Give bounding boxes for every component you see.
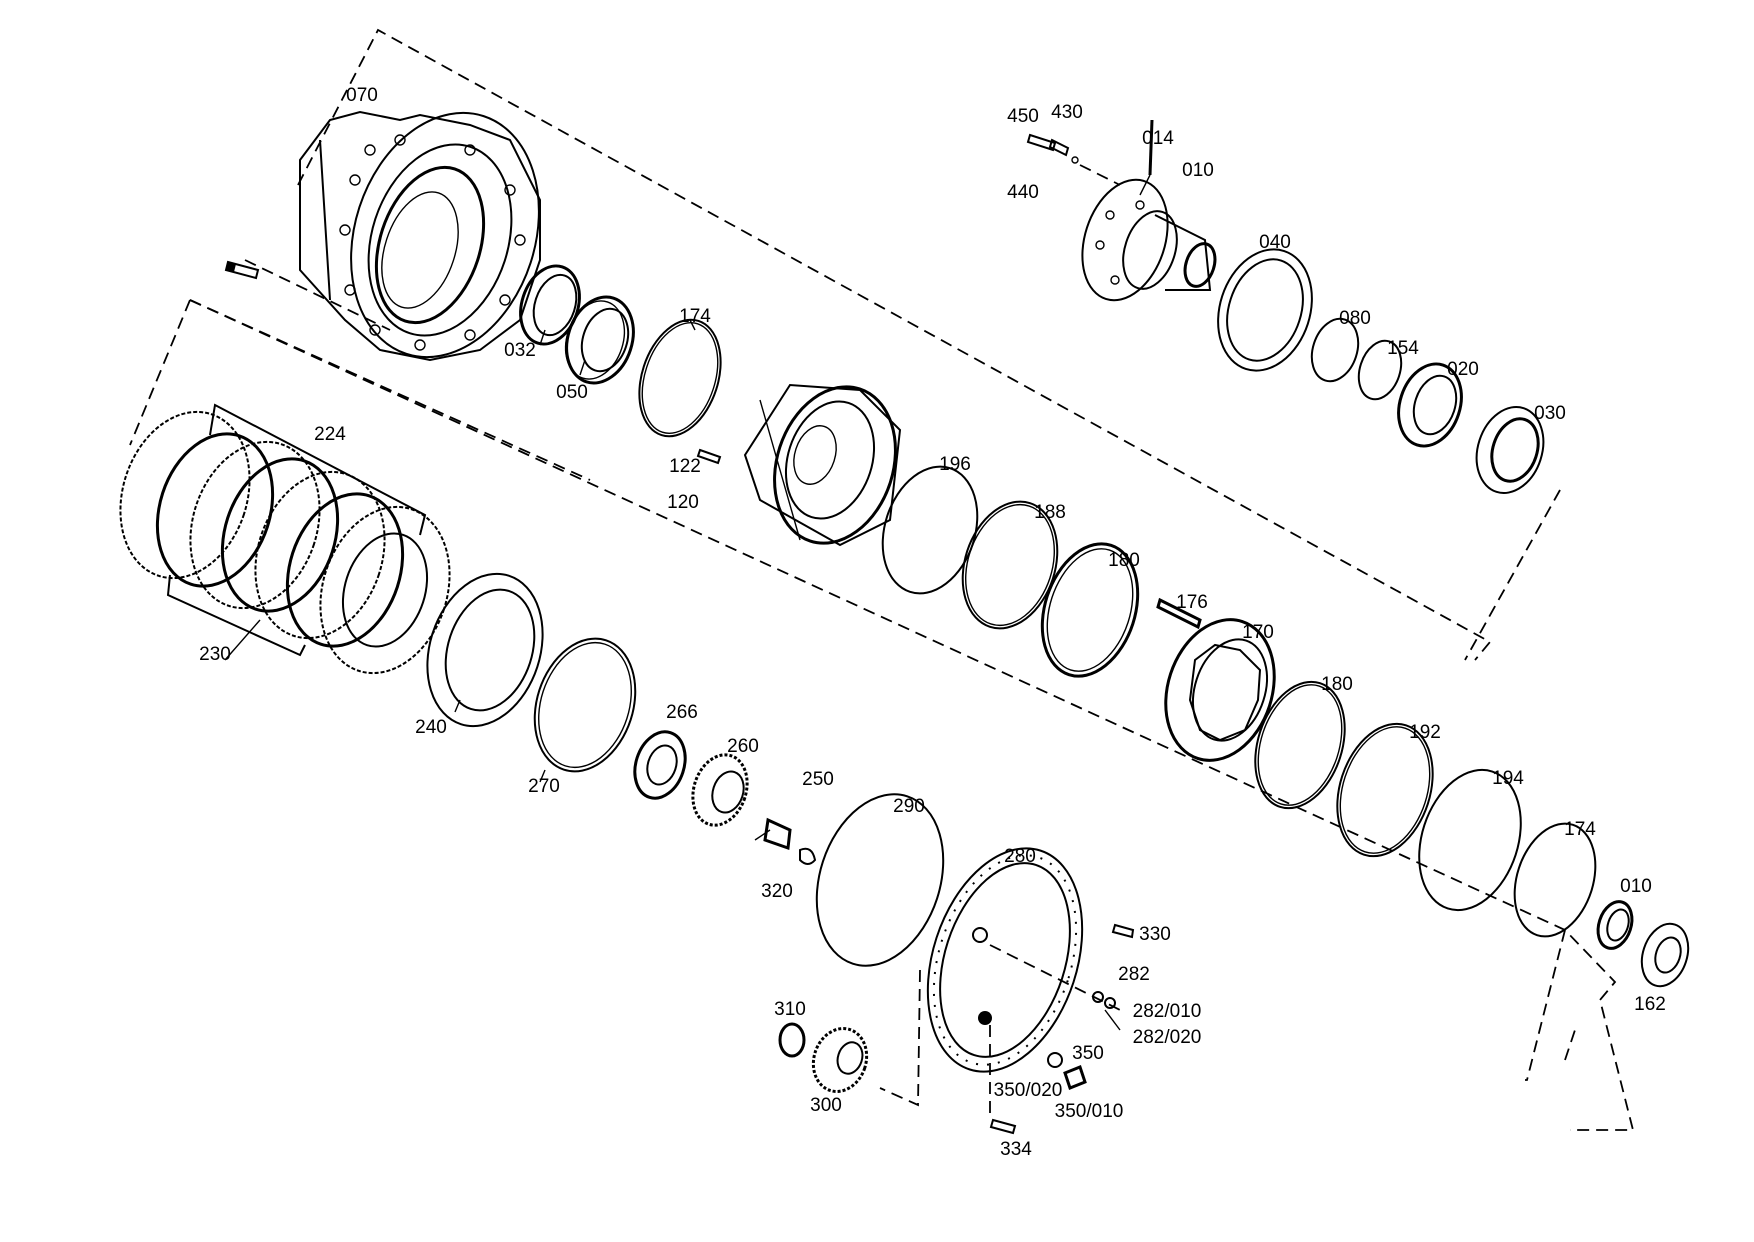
part-270-snap-ring [533,637,637,773]
part-030-seal [1475,406,1545,494]
part-014-stud [1139,119,1154,196]
part-label-174b: 174 [1564,819,1596,840]
part-label-120: 120 [667,492,699,513]
part-180-ring-b [1254,680,1346,810]
part-070-housing [299,110,541,362]
part-label-270: 270 [528,776,560,797]
part-176-spring [1156,597,1202,630]
part-label-266: 266 [666,702,698,723]
part-label-194: 194 [1492,768,1524,789]
part-192-ring [1336,722,1434,858]
part-label-040: 040 [1259,232,1291,253]
part-label-282: 282 [1118,964,1150,985]
part-label-430: 430 [1051,102,1083,123]
part-266-washer [633,730,687,800]
part-label-350-010: 350/010 [1055,1101,1124,1122]
part-154-oring [1357,339,1403,401]
assembly-dashed-lines [129,28,1635,1131]
part-350-plug [1047,1052,1087,1090]
part-250-pin [763,817,792,851]
part-label-224: 224 [314,424,346,445]
part-334-bolt [989,1118,1017,1135]
part-260-gear [691,753,749,827]
part-label-010b: 010 [1620,876,1652,897]
part-290-oring [815,793,945,967]
part-080-oring [1310,317,1360,383]
part-180-ring-a [1040,542,1140,678]
part-310-ring [778,1022,806,1058]
part-450-430-440-plugs [1026,133,1121,186]
part-label-030: 030 [1534,403,1566,424]
part-label-080: 080 [1339,308,1371,329]
part-194-ring [1418,768,1522,912]
part-labels: 070 450 430 014 440 010 040 080 154 020 030 032 050 1… [199,85,1666,1160]
part-label-010a: 010 [1182,160,1214,181]
part-label-014: 014 [1142,128,1174,149]
part-282-plug [1092,991,1116,1009]
part-label-334: 334 [1000,1139,1032,1160]
leader-lines [224,319,1121,1031]
part-label-192: 192 [1409,722,1441,743]
part-label-122: 122 [669,456,701,477]
part-label-180b: 180 [1321,674,1353,695]
part-label-176: 176 [1176,592,1208,613]
part-010-nut [1596,900,1634,950]
part-label-440: 440 [1007,182,1039,203]
part-label-020: 020 [1447,359,1479,380]
part-label-196: 196 [939,454,971,475]
part-label-050: 050 [556,382,588,403]
part-240-plate [426,572,544,728]
part-174-ring-bottom [1513,822,1597,938]
part-label-188: 188 [1034,502,1066,523]
part-170-piston [1164,618,1276,762]
part-label-240: 240 [415,717,447,738]
part-label-032: 032 [504,340,536,361]
part-050-bearing-cone [564,295,635,385]
part-label-450: 450 [1007,106,1039,127]
part-330-bolt [1111,923,1135,939]
part-122-pin [696,448,722,465]
part-040-seal [1217,248,1313,372]
part-label-170: 170 [1242,622,1274,643]
part-label-230: 230 [199,644,231,665]
part-162-washer [1640,922,1690,988]
part-032-bearing-cup [519,264,581,346]
part-174-ring-top [638,318,722,438]
part-120-carrier [743,383,902,547]
part-020-bearing [1397,362,1463,448]
part-label-180a: 180 [1108,550,1140,571]
part-label-070: 070 [346,85,378,106]
part-label-350-020: 350/020 [994,1080,1063,1101]
part-196-ring [881,465,979,595]
part-320-clip [799,847,817,865]
part-300-gear [811,1027,869,1093]
part-label-174a: 174 [679,306,711,327]
part-label-290: 290 [893,796,925,817]
part-label-310: 310 [774,999,806,1020]
part-label-154: 154 [1387,338,1419,359]
part-label-280: 280 [1004,846,1036,867]
part-label-162: 162 [1634,994,1666,1015]
part-label-260: 260 [727,736,759,757]
part-280-flange [926,847,1084,1073]
bolt-left-housing [224,260,260,280]
part-label-282-020: 282/020 [1133,1027,1202,1048]
part-label-300: 300 [810,1095,842,1116]
part-label-282-010: 282/010 [1133,1001,1202,1022]
part-label-250: 250 [802,769,834,790]
part-224-230-disc-pack [119,403,451,675]
part-label-320: 320 [761,881,793,902]
part-label-350: 350 [1072,1043,1104,1064]
part-010-hub [1081,178,1217,302]
part-label-330: 330 [1139,924,1171,945]
